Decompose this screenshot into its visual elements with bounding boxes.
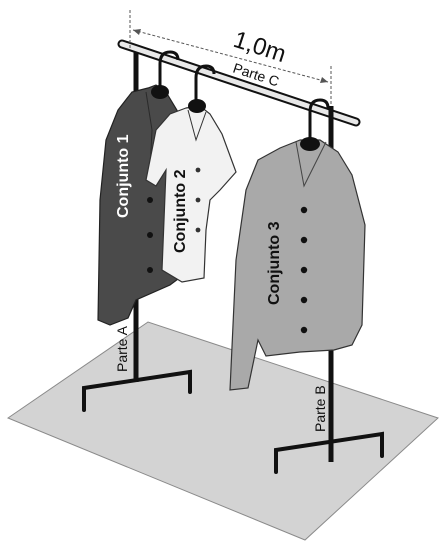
label-conjunto-1: Conjunto 1: [115, 134, 132, 218]
hanger-1: [151, 50, 180, 99]
hanger-3: [300, 98, 330, 151]
hanger-2: [188, 64, 216, 113]
jacket-set-3: [229, 139, 366, 391]
shirt-set-2: [145, 105, 237, 283]
label-parte-b: Parte B: [312, 385, 328, 432]
label-parte-a: Parte A: [114, 325, 130, 372]
label-conjunto-3: Conjunto 3: [266, 221, 283, 305]
floor-plane: [6, 321, 439, 541]
label-conjunto-2: Conjunto 2: [172, 169, 189, 253]
